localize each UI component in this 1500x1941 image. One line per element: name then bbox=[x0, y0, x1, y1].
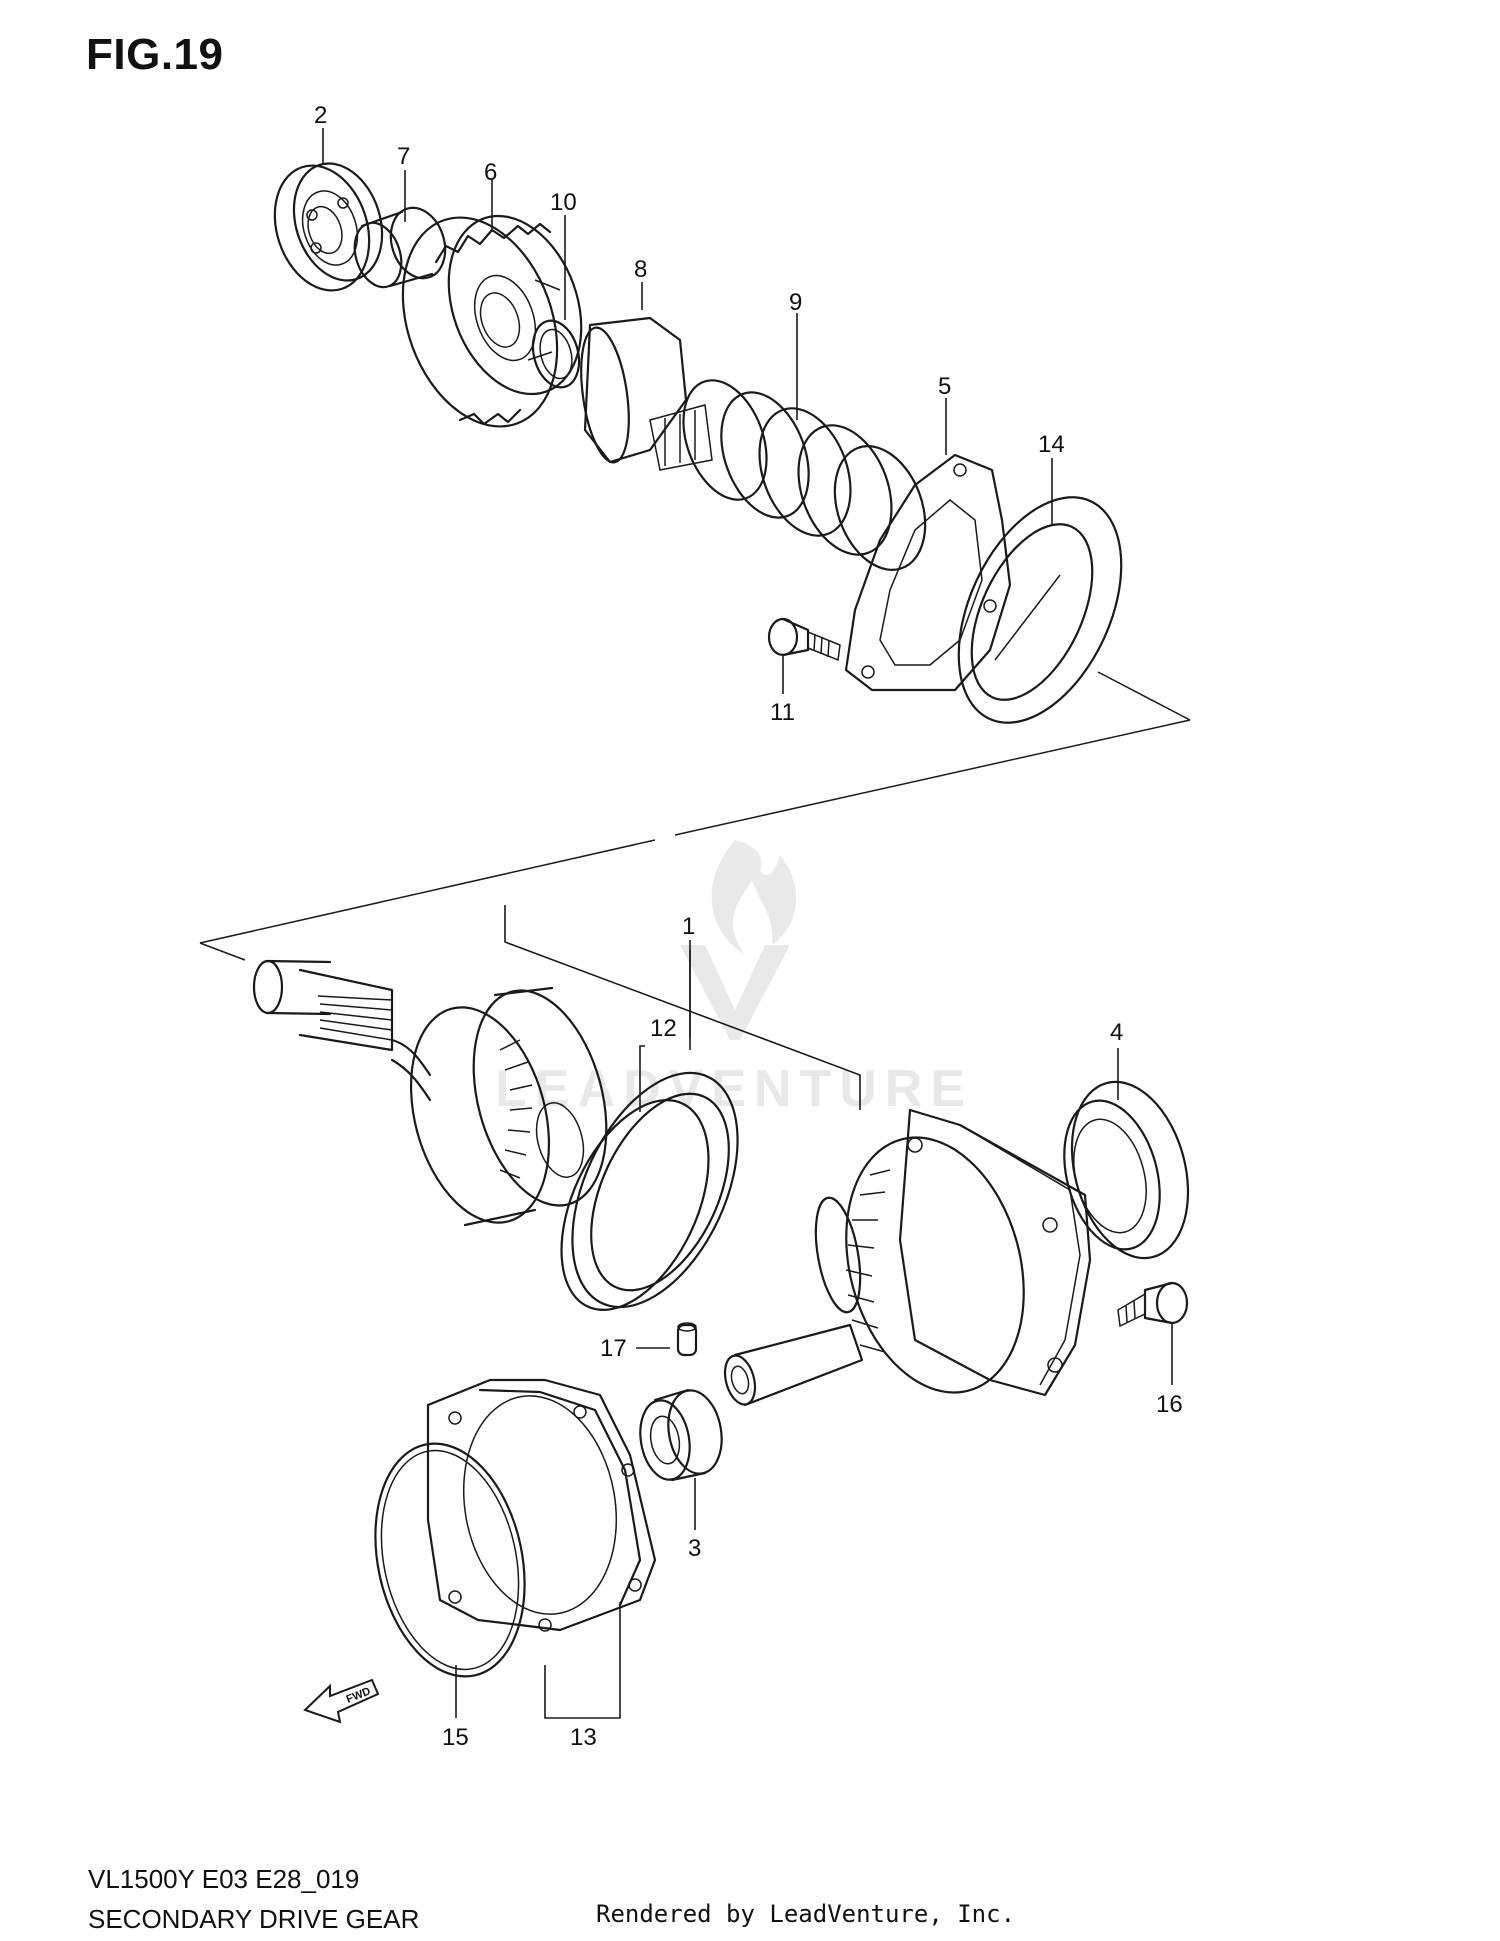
part-17-dowel-pin bbox=[676, 1322, 698, 1357]
callout-2: 2 bbox=[314, 102, 327, 129]
callout-labels: 2 7 6 10 8 9 5 14 11 1 12 4 16 17 3 15 1… bbox=[314, 102, 1183, 1751]
part-9-spring bbox=[682, 379, 927, 571]
part-16-bolt bbox=[1117, 1281, 1189, 1328]
part-15-o-ring bbox=[374, 1442, 526, 1678]
callout-1: 1 bbox=[682, 913, 695, 940]
part-12-shim bbox=[560, 1071, 739, 1311]
callout-11: 11 bbox=[770, 699, 795, 726]
callout-10: 10 bbox=[550, 189, 577, 216]
callout-14: 14 bbox=[1038, 431, 1065, 458]
assembly-connector-lines bbox=[199, 671, 1191, 961]
leader-lines bbox=[322, 128, 1173, 1719]
callout-5: 5 bbox=[938, 373, 951, 400]
diagram-description: SECONDARY DRIVE GEAR bbox=[88, 1904, 420, 1934]
part-5-gasket-plate bbox=[844, 453, 1012, 692]
part-3-spacer bbox=[639, 1388, 723, 1482]
callout-13: 13 bbox=[570, 1724, 597, 1751]
part-6-bevel-gear bbox=[401, 214, 583, 428]
callout-9: 9 bbox=[789, 289, 802, 316]
callout-3: 3 bbox=[688, 1535, 701, 1562]
part-1-drive-bevel-gear-shaft bbox=[252, 959, 608, 1227]
callout-12: 12 bbox=[650, 1015, 677, 1042]
callout-8: 8 bbox=[634, 256, 647, 283]
part-11-bolt bbox=[767, 617, 841, 662]
watermark-text: LEADVENTURE bbox=[495, 1060, 973, 1118]
part-1-driven-bevel-gear-housing bbox=[723, 1108, 1092, 1407]
figure-title: FIG.19 bbox=[86, 30, 224, 79]
part-10-circlip bbox=[531, 319, 581, 389]
callout-4: 4 bbox=[1110, 1019, 1123, 1046]
part-2-bearing bbox=[273, 162, 384, 292]
model-code: VL1500Y E03 E28_019 bbox=[88, 1864, 360, 1894]
part-8-cam bbox=[580, 316, 713, 471]
callout-17: 17 bbox=[600, 1335, 627, 1362]
callout-6: 6 bbox=[484, 159, 497, 186]
render-credit: Rendered by LeadVenture, Inc. bbox=[596, 1900, 1016, 1928]
callout-7: 7 bbox=[397, 143, 410, 170]
part-7-collar bbox=[353, 206, 447, 289]
part-14-washer bbox=[957, 496, 1123, 724]
part-13-housing-cover bbox=[426, 1378, 657, 1632]
part-4-oil-seal bbox=[1063, 1080, 1190, 1260]
watermark-logo: LEADVENTURE bbox=[495, 840, 973, 1118]
callout-16: 16 bbox=[1156, 1391, 1183, 1418]
forward-direction-arrow: FWD bbox=[303, 1678, 380, 1724]
callout-15: 15 bbox=[442, 1724, 469, 1751]
